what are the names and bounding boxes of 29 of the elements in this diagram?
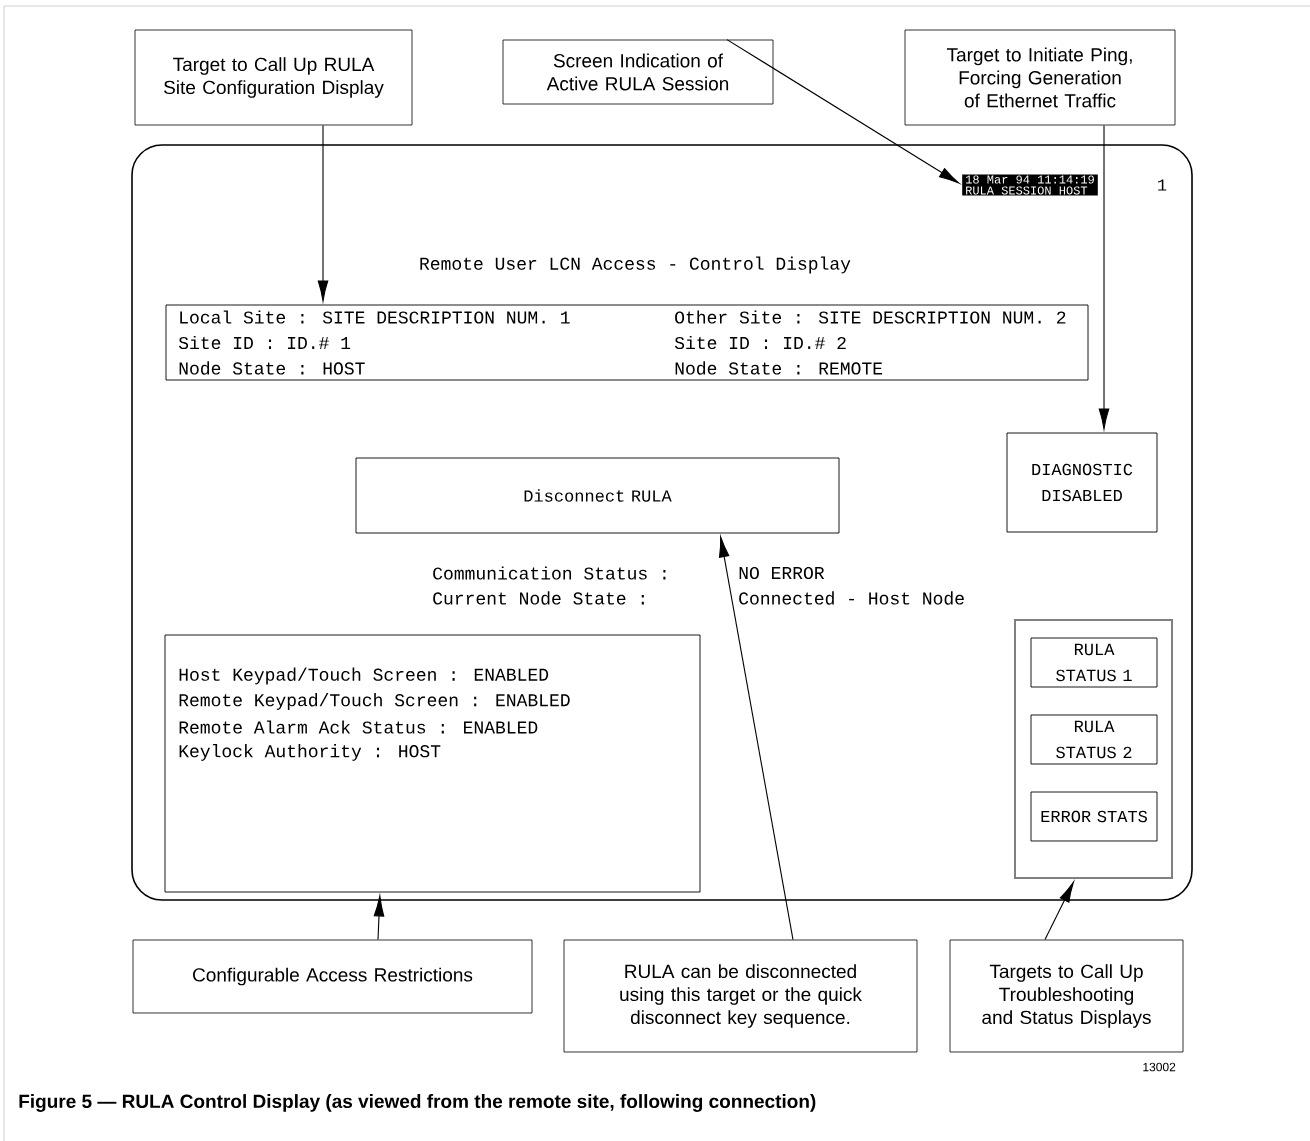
session-indicator: 18 Mar 94 11:14:19 RULA SESSION HOST — [962, 174, 1098, 196]
status-label: Communication Status : — [433, 566, 666, 580]
site-info-panel: Local Site : SITE DESCRIPTION NUM. 1 Site ID : ID.# 1 Node State : HOST Other Site : SITE DESCRIPTION NUM. 2 Site ID : ID.# 2 Node State : REMOTE — [165, 304, 1089, 381]
arrow — [373, 895, 385, 941]
callout-box: Targets to Call Up Troubleshooting and Status Displays — [949, 939, 1184, 1053]
arrow — [317, 124, 329, 302]
target-group-panel — [1014, 619, 1173, 879]
status-value: NO ERROR — [739, 566, 825, 580]
callout-box: RULA can be disconnected using this target or the quick disconnect key sequence. — [563, 939, 918, 1053]
display-screen — [131, 144, 1193, 901]
arrow — [726, 39, 960, 184]
callout-box: Configurable Access Restrictions — [132, 939, 533, 1014]
arrow — [1044, 881, 1074, 941]
status-value: Connected - Host Node — [739, 591, 964, 605]
screen-number: 1 — [1158, 179, 1167, 191]
status-label: Current Node State : — [433, 591, 644, 605]
touch-target: DIAGNOSTIC DISABLED — [1006, 432, 1158, 533]
caption: Figure 5 — RULA Control Display (as viewed from the remote site, following connection) — [19, 1094, 816, 1112]
arrow — [718, 536, 794, 941]
access-settings-panel: Host Keypad/Touch Screen : ENABLED Remote Keypad/Touch Screen : ENABLED Remote Alarm Ack Status : ENABLED Keylock Authority : HOST — [164, 634, 701, 893]
touch-target: ERROR STATS — [1030, 791, 1158, 842]
screen-title: Remote User LCN Access - Control Display — [420, 256, 851, 274]
callout-box: Target to Initiate Ping, Forcing Generation of Ethernet Traffic — [904, 29, 1176, 126]
touch-target: Disconnect RULA — [355, 457, 840, 534]
touch-target: RULA STATUS 2 — [1030, 714, 1158, 765]
callout-box: Target to Call Up RULA Site Configuration Display — [134, 29, 413, 126]
callout-box: Screen Indication of Active RULA Session — [502, 39, 774, 105]
touch-target: RULA STATUS 1 — [1030, 637, 1158, 688]
arrow — [1098, 124, 1110, 430]
